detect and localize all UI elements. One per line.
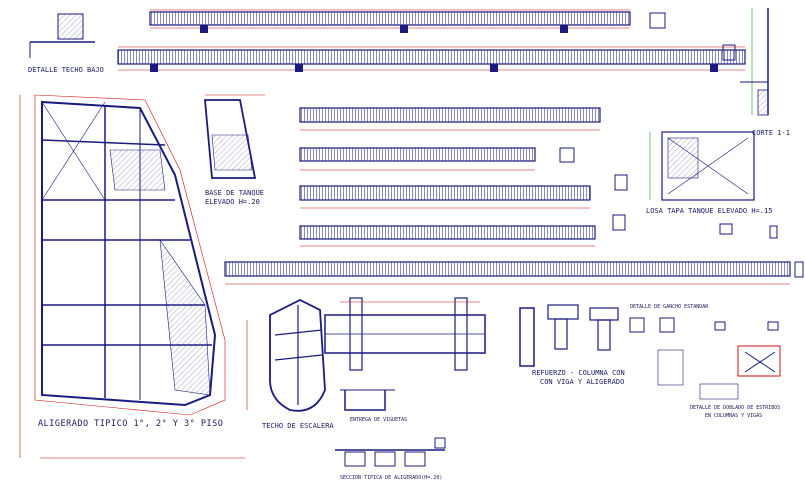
- label-detalle-doblado-2: EN COLUMNAS Y VIGAS: [705, 413, 763, 419]
- viga-columna-detail: [324, 297, 486, 371]
- label-seccion-tipica: SECCION TIPICA DE ALIGERADO(H=.20): [340, 475, 443, 481]
- seccion-tipica-aligerado-detail: [335, 437, 446, 467]
- gancho-detail: [629, 317, 781, 400]
- beam-elevation-long: [224, 261, 804, 285]
- column-section-detail-top: [649, 12, 736, 61]
- base-tanque-drawing: [204, 94, 265, 179]
- label-refuerzo-1: REFUERZO - COLUMNA CON: [532, 369, 625, 377]
- beam-elevation-top-2: [117, 46, 746, 72]
- losa-tapa-tanque-drawing: [649, 131, 778, 239]
- corte-1-1-drawing: [740, 8, 769, 116]
- refuerzo-columna-detail: [519, 304, 619, 367]
- label-detalle-gancho: DETALLE DE GANCHO ESTANDAR: [630, 304, 709, 310]
- label-losa-tapa: LOSA TAPA TANQUE ELEVADO H=.15: [646, 207, 773, 215]
- beam-elevation-mid-1: [299, 107, 601, 131]
- beam-elevation-mid-2: [299, 147, 575, 171]
- label-detalle-techo: DETALLE TECHO BAJO: [28, 66, 104, 74]
- detalle-techo-bajo-drawing: [29, 13, 95, 58]
- beam-elevation-top-1: [149, 9, 631, 33]
- beam-elevation-mid-4: [299, 214, 626, 247]
- label-base-tanque-1: BASE DE TANQUE: [205, 189, 265, 197]
- techo-escalera-drawing: [246, 298, 326, 412]
- label-base-tanque-2: ELEVADO H=.20: [205, 198, 260, 206]
- label-aligerado-tipico: ALIGERADO TIPICO 1°, 2° Y 3° PISO: [38, 419, 224, 429]
- label-corte: CORTE 1-1: [752, 129, 790, 137]
- label-detalle-doblado-1: DETALLE DE DOBLADO DE ESTRIBOS: [690, 405, 781, 411]
- label-techo-escalera: TECHO DE ESCALERA: [262, 422, 334, 430]
- aligerado-floor-plan: [19, 94, 245, 459]
- beam-elevation-mid-3: [299, 174, 628, 209]
- entrega-viguetas-detail: [340, 389, 395, 411]
- label-entrega-viguetas: ENTREGA DE VIGUETAS: [350, 417, 408, 423]
- label-refuerzo-2: CON VIGA Y ALIGERADO: [540, 378, 625, 386]
